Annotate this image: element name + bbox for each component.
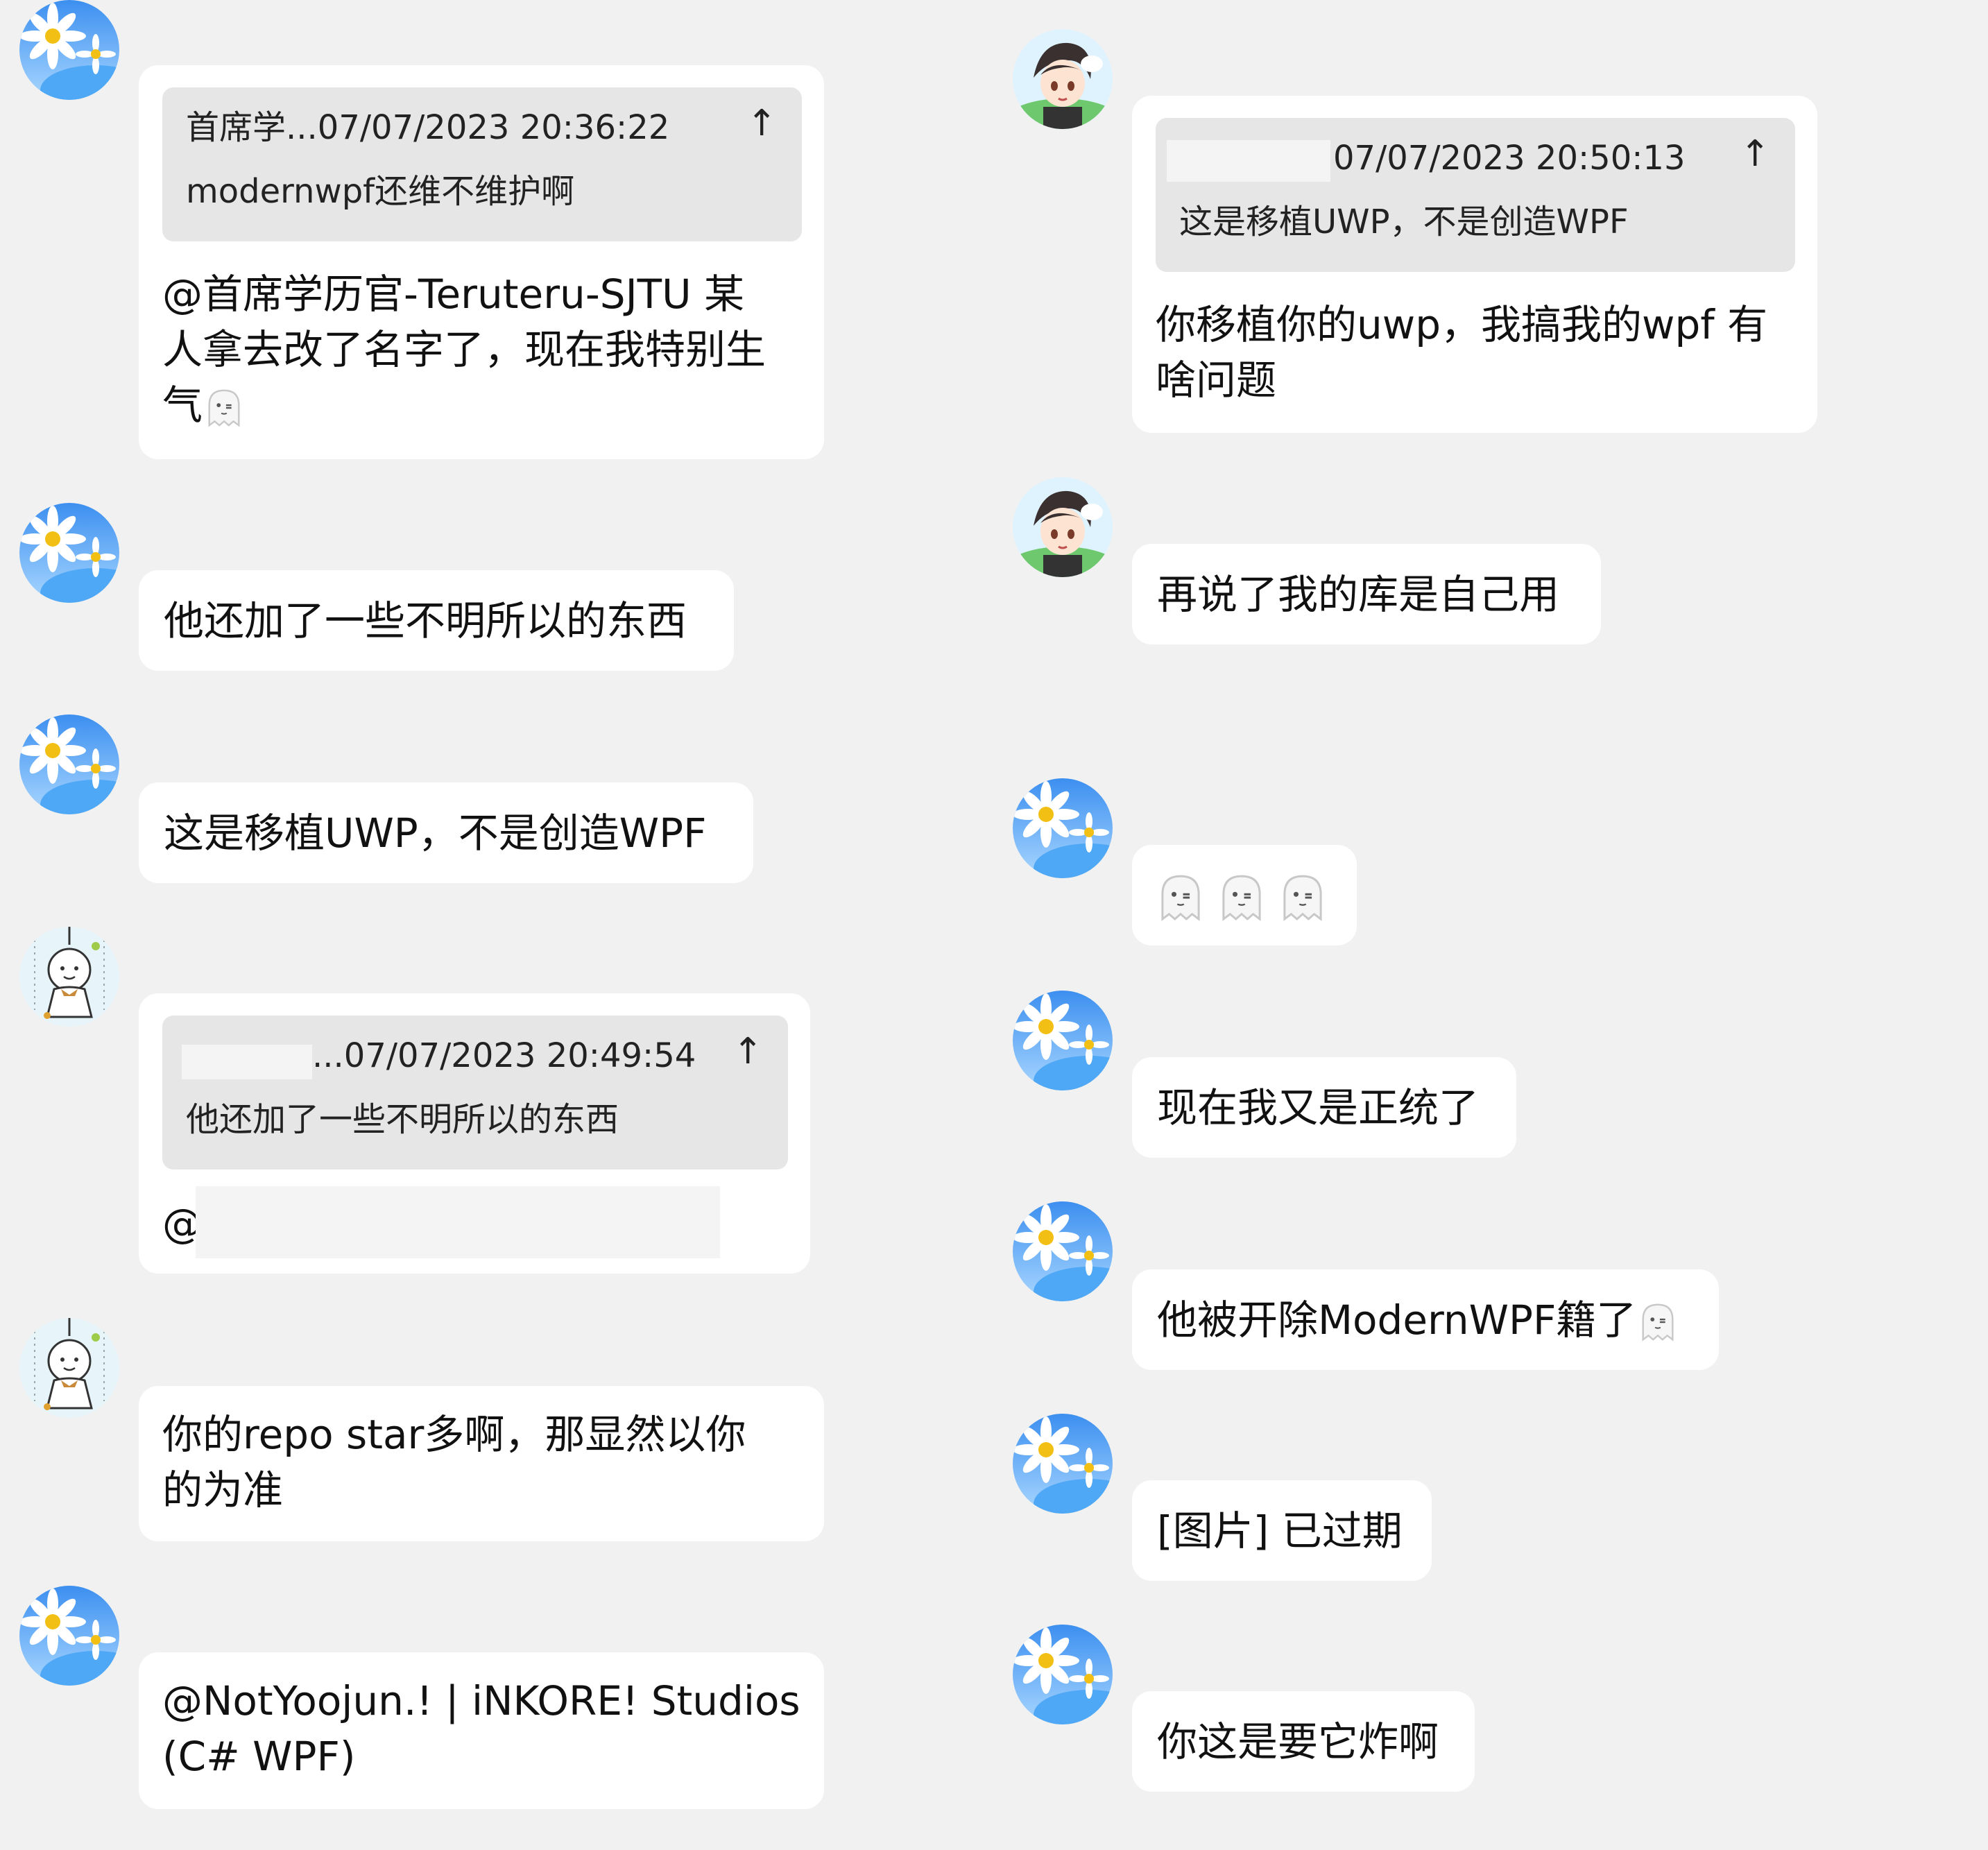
message-text: @首席学历官-Teruteru-SJTU 某 人拿去改了名字了，现在我特别生 气 <box>162 271 766 429</box>
daisy-avatar-icon <box>19 503 119 603</box>
daisy-avatar-icon <box>1013 991 1113 1090</box>
anime-boy-avatar-icon <box>1013 477 1113 577</box>
ghost-emoji-icon <box>1276 871 1329 924</box>
message-bubble[interactable]: 再说了我的库是自己用 <box>1132 544 1601 644</box>
jump-to-message-icon[interactable]: ↑ <box>1740 133 1770 175</box>
message-text: 这是移植UWP，不是创造WPF <box>164 809 707 857</box>
daisy-avatar-icon <box>1013 778 1113 878</box>
message-text: 现在我又是正统了 <box>1157 1084 1480 1131</box>
redacted-name <box>182 1045 312 1079</box>
message-bubble[interactable]: 他还加了一些不明所以的东西 <box>139 570 734 671</box>
message-text: 他被开除ModernWPF籍了 <box>1157 1296 1637 1344</box>
message-text: 他还加了一些不明所以的东西 <box>164 597 687 644</box>
avatar-anime[interactable] <box>1013 477 1113 577</box>
avatar-daisy[interactable] <box>19 714 119 814</box>
message-bubble[interactable]: 你的repo star多啊，那显然以你 的为准 <box>139 1386 824 1541</box>
message-bubble[interactable]: 07/07/2023 20:50:13 ↑ 这是移植UWP，不是创造WPF 你移… <box>1132 96 1817 433</box>
message-bubble[interactable]: 首席学...07/07/2023 20:36:22 ↑ modernwpf还维不… <box>139 65 824 459</box>
message-bubble[interactable] <box>1132 845 1357 945</box>
avatar-doll[interactable] <box>19 927 119 1027</box>
reply-quote-header: 07/07/2023 20:50:13 <box>1333 139 1686 178</box>
message-bubble[interactable]: ...07/07/2023 20:49:54 ↑ 他还加了一些不明所以的东西 @ <box>139 993 810 1274</box>
message-text: 你移植你的uwp，我搞我的wpf 有 啥问题 <box>1156 301 1768 404</box>
avatar-anime[interactable] <box>1013 29 1113 129</box>
message-bubble[interactable]: 你这是要它炸啊 <box>1132 1691 1475 1792</box>
avatar-daisy[interactable] <box>19 0 119 100</box>
reply-quote-body: 这是移植UWP，不是创造WPF <box>1179 203 1629 241</box>
teru-teru-bozu-avatar-icon <box>19 1318 119 1418</box>
daisy-avatar-icon <box>19 0 119 100</box>
message-text: @NotYoojun.! | iNKORE! Studios (C# WPF) <box>162 1677 800 1780</box>
teru-teru-bozu-avatar-icon <box>19 927 119 1027</box>
emoji-row <box>1154 871 1329 924</box>
message-bubble[interactable]: 这是移植UWP，不是创造WPF <box>139 782 753 883</box>
anime-boy-avatar-icon <box>1013 29 1113 129</box>
reply-quote[interactable]: 首席学...07/07/2023 20:36:22 ↑ modernwpf还维不… <box>162 87 802 241</box>
avatar-daisy[interactable] <box>1013 1201 1113 1301</box>
daisy-avatar-icon <box>19 1586 119 1686</box>
message-bubble[interactable]: [图片] 已过期 <box>1132 1480 1432 1581</box>
ghost-emoji-icon <box>1154 871 1207 924</box>
reply-quote[interactable]: ...07/07/2023 20:49:54 ↑ 他还加了一些不明所以的东西 <box>162 1016 788 1170</box>
message-bubble[interactable]: @NotYoojun.! | iNKORE! Studios (C# WPF) <box>139 1652 824 1809</box>
message-bubble[interactable]: 他被开除ModernWPF籍了 <box>1132 1269 1719 1370</box>
reply-quote-body: modernwpf还维不维护啊 <box>186 172 575 211</box>
reply-quote-header: 首席学...07/07/2023 20:36:22 <box>186 108 670 147</box>
daisy-avatar-icon <box>1013 1625 1113 1724</box>
avatar-daisy[interactable] <box>1013 991 1113 1090</box>
ghost-emoji-icon <box>203 386 246 429</box>
avatar-daisy[interactable] <box>1013 778 1113 878</box>
redacted-mention <box>196 1186 720 1258</box>
daisy-avatar-icon <box>19 714 119 814</box>
message-text: 再说了我的库是自己用 <box>1157 570 1560 618</box>
avatar-daisy[interactable] <box>19 503 119 603</box>
message-bubble[interactable]: 现在我又是正统了 <box>1132 1057 1516 1158</box>
reply-quote[interactable]: 07/07/2023 20:50:13 ↑ 这是移植UWP，不是创造WPF <box>1156 118 1795 272</box>
avatar-doll[interactable] <box>19 1318 119 1418</box>
ghost-emoji-icon <box>1215 871 1268 924</box>
reply-quote-body: 他还加了一些不明所以的东西 <box>186 1100 619 1139</box>
daisy-avatar-icon <box>1013 1201 1113 1301</box>
message-text: 你的repo star多啊，那显然以你 的为准 <box>162 1411 746 1514</box>
ghost-emoji-icon <box>1636 1301 1679 1344</box>
jump-to-message-icon[interactable]: ↑ <box>746 103 777 144</box>
jump-to-message-icon[interactable]: ↑ <box>732 1031 763 1072</box>
message-text: [图片] 已过期 <box>1157 1507 1403 1554</box>
reply-quote-header: ...07/07/2023 20:49:54 <box>312 1036 696 1075</box>
daisy-avatar-icon <box>1013 1414 1113 1514</box>
avatar-daisy[interactable] <box>1013 1625 1113 1724</box>
avatar-daisy[interactable] <box>1013 1414 1113 1514</box>
message-text: 你这是要它炸啊 <box>1157 1718 1439 1765</box>
avatar-daisy[interactable] <box>19 1586 119 1686</box>
redacted-name <box>1167 140 1330 182</box>
